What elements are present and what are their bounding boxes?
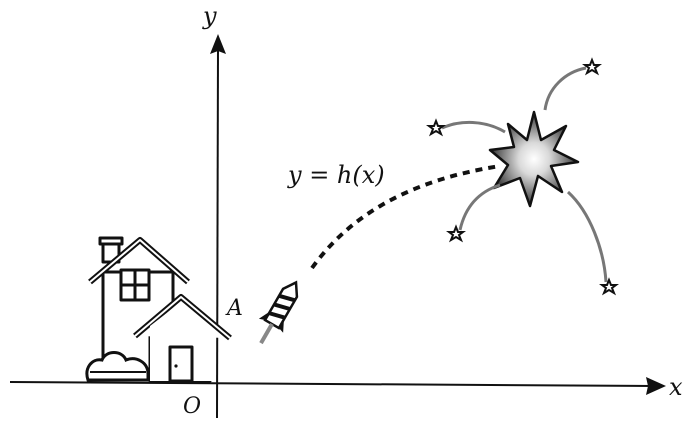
x-axis [9,377,666,395]
curve-label: y = h(x) [287,161,385,189]
rocket-icon [258,280,299,345]
x-axis-arrow-icon [646,377,666,395]
bush-icon [85,351,150,382]
y-axis-label: y [202,2,217,30]
trajectory-curve [310,164,501,270]
y-axis [210,34,226,419]
spark-icon [426,57,619,296]
point-a-label: A [225,296,243,321]
y-axis-arrow-icon [210,34,226,54]
x-axis-label: x [669,373,683,401]
origin-label: O [183,394,201,419]
firework-burst-icon [441,66,608,283]
